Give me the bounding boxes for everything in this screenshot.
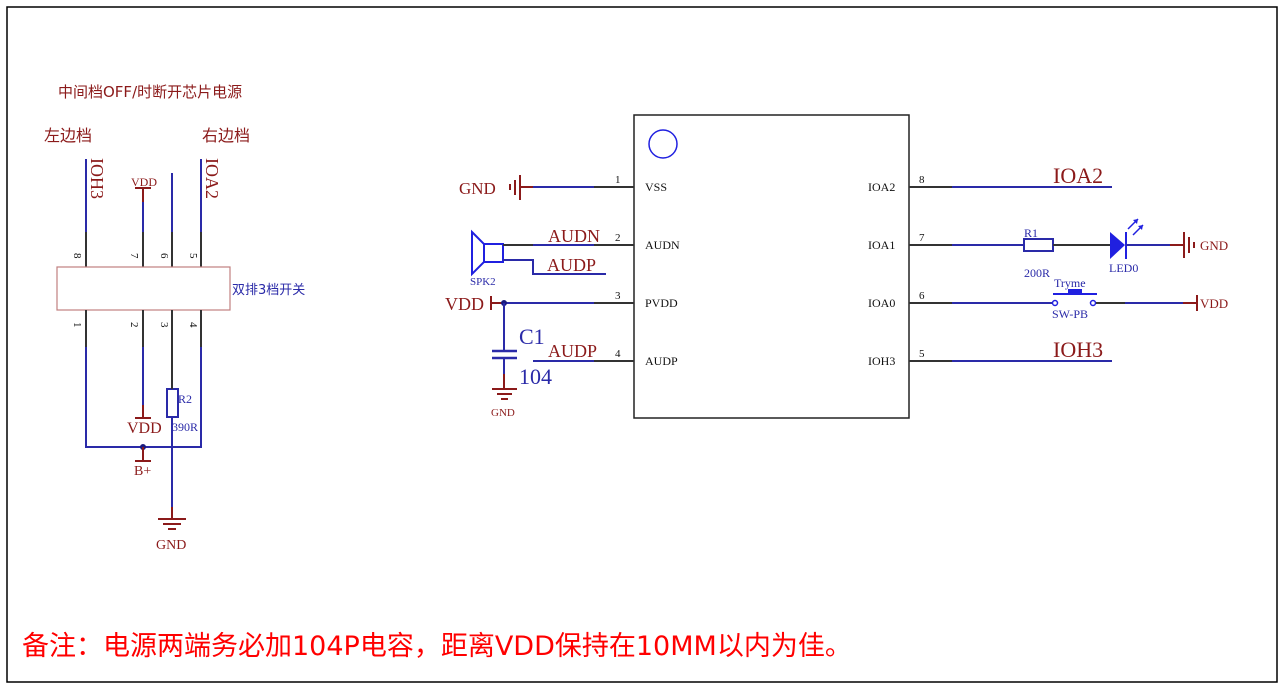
led-arrowhead-2 bbox=[1138, 225, 1143, 230]
switch-section: 中间档OFF/时断开芯片电源 左边档 右边档 IOH3 VDD IOA2 8 7… bbox=[44, 83, 305, 553]
net-label-vdd-pin7: VDD bbox=[131, 175, 157, 189]
net-label-audp-spk: AUDP bbox=[547, 255, 596, 275]
net-label-ioa2: IOA2 bbox=[1053, 163, 1103, 188]
switch-name: 双排3档开关 bbox=[232, 283, 305, 298]
speaker-ref: SPK2 bbox=[470, 276, 496, 288]
push-button-icon[interactable] bbox=[1068, 289, 1082, 294]
pin-number: 4 bbox=[187, 322, 199, 328]
chip-pin-name: VSS bbox=[645, 180, 667, 194]
pin-number: 8 bbox=[71, 253, 83, 259]
chip-pin-number: 1 bbox=[615, 174, 621, 186]
chip-pin-name: AUDN bbox=[645, 238, 680, 252]
pin-number: 3 bbox=[158, 322, 170, 328]
button-label: Tryme bbox=[1054, 276, 1086, 290]
net-label-gnd-led: GND bbox=[1200, 238, 1228, 253]
net-label-vdd-pvdd: VDD bbox=[445, 294, 484, 314]
pin-number: 6 bbox=[158, 253, 170, 259]
net-label-gnd-cap: GND bbox=[491, 407, 515, 419]
chip-body[interactable] bbox=[633, 114, 910, 419]
net-label-ioh3: IOH3 bbox=[1053, 337, 1103, 362]
chip-right-circuit: IOA2 R1 200R LED0 GND Tryme SW-PB V bbox=[909, 163, 1228, 362]
chip-pin-name: IOA1 bbox=[868, 238, 895, 252]
pin-number: 5 bbox=[187, 253, 199, 259]
pin-number: 1 bbox=[71, 322, 83, 328]
net-label-vdd-pin2: VDD bbox=[127, 420, 162, 437]
net-label-vdd-button: VDD bbox=[1200, 296, 1228, 311]
net-label-gnd-vss: GND bbox=[459, 179, 496, 198]
chip-pin-number: 7 bbox=[919, 232, 925, 244]
cap-value: 104 bbox=[519, 364, 552, 389]
chip-pin-name: AUDP bbox=[645, 354, 678, 368]
speaker-cone-icon bbox=[471, 229, 485, 277]
chip-pin-number: 4 bbox=[615, 348, 621, 360]
net-label-ioa2-switch: IOA2 bbox=[202, 158, 222, 199]
chip-pin-number: 2 bbox=[615, 232, 621, 244]
net-label-gnd-switch: GND bbox=[156, 538, 186, 553]
net-label-audn: AUDN bbox=[548, 226, 600, 246]
chip-left-circuit: GND SPK2 AUDN AUDP VDD GND C1 104 AUDP bbox=[445, 175, 634, 419]
switch-body[interactable] bbox=[56, 266, 231, 311]
chip-pin-number: 6 bbox=[919, 290, 925, 302]
r2-ref: R2 bbox=[178, 392, 192, 406]
led-arrowhead-1 bbox=[1133, 219, 1138, 224]
chip-u1: VSS AUDN PVDD AUDP 1 2 3 4 IOA2 IOA1 IOA… bbox=[615, 114, 925, 419]
net-label-bplus: B+ bbox=[134, 464, 151, 479]
wire-audp-spk bbox=[503, 259, 606, 275]
pin-number: 7 bbox=[128, 253, 140, 259]
pin-number: 2 bbox=[128, 322, 140, 328]
chip-pin-number: 3 bbox=[615, 290, 621, 302]
drawing-frame bbox=[6, 6, 1278, 683]
chip-pin-name: IOA0 bbox=[868, 296, 895, 310]
led-ref: LED0 bbox=[1109, 261, 1138, 275]
design-note: 备注：电源两端务必加104P电容，距离VDD保持在10MM以内为佳。 bbox=[22, 631, 852, 662]
chip-pin-number: 5 bbox=[919, 348, 925, 360]
chip-pin-name: IOH3 bbox=[868, 354, 895, 368]
chip-pin-name: IOA2 bbox=[868, 180, 895, 194]
switch-title: 中间档OFF/时断开芯片电源 bbox=[58, 83, 242, 101]
r1-ref: R1 bbox=[1024, 226, 1038, 240]
resistor-r2 bbox=[166, 388, 179, 418]
button-ref: SW-PB bbox=[1052, 307, 1088, 321]
resistor-r1 bbox=[1023, 238, 1054, 252]
cap-ref: C1 bbox=[519, 324, 545, 349]
led-icon bbox=[1110, 232, 1125, 259]
pin1-marker-icon bbox=[648, 129, 678, 159]
speaker-body-icon bbox=[483, 243, 504, 263]
left-position-label: 左边档 bbox=[44, 126, 92, 145]
r2-value: 390R bbox=[172, 420, 198, 434]
button-contact-right bbox=[1089, 299, 1097, 307]
chip-pin-name: PVDD bbox=[645, 296, 678, 310]
chip-pin-number: 8 bbox=[919, 174, 925, 186]
right-position-label: 右边档 bbox=[202, 126, 250, 145]
net-label-ioh3-switch: IOH3 bbox=[87, 158, 107, 199]
button-contact-left bbox=[1051, 299, 1059, 307]
r1-value: 200R bbox=[1024, 266, 1050, 280]
net-label-audp: AUDP bbox=[548, 341, 597, 361]
